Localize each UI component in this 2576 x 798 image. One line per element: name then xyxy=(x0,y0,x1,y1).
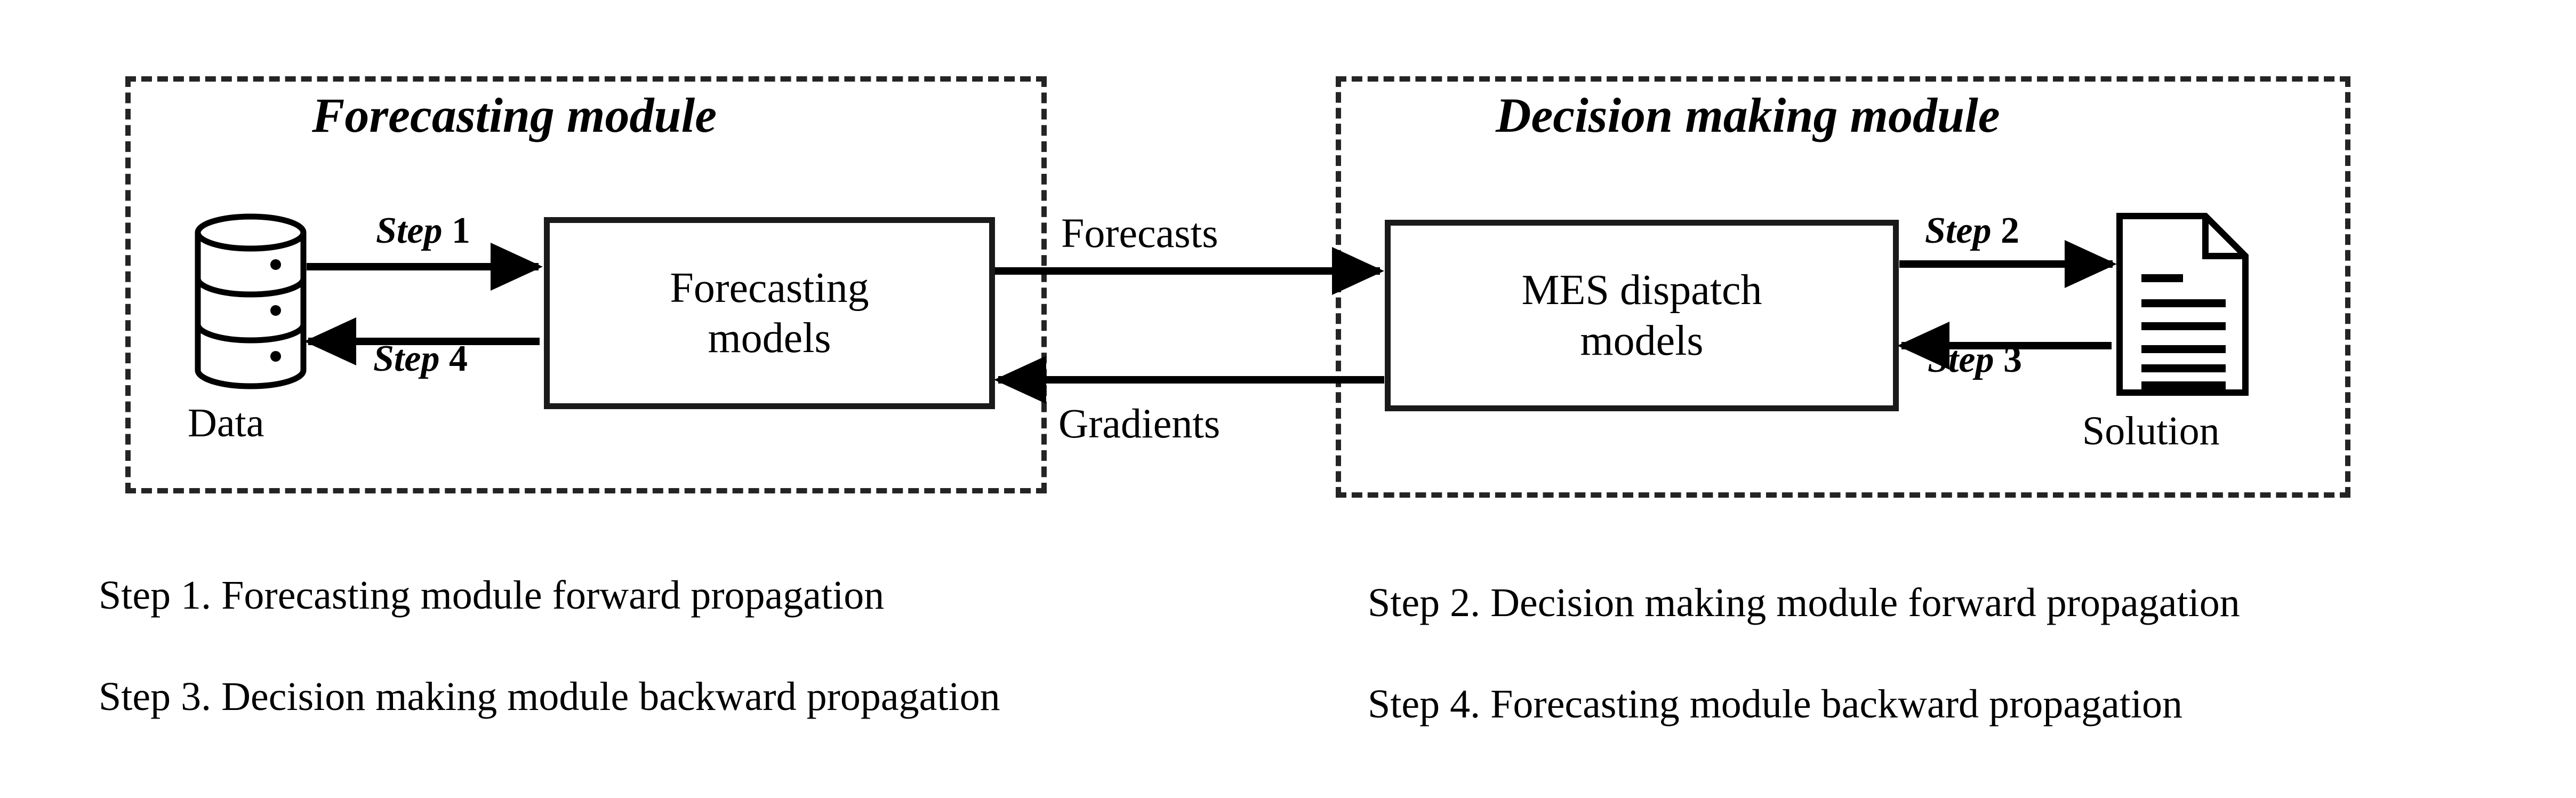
process-box-mes-dispatch-models: MES dispatch models xyxy=(1385,220,1899,411)
document-icon xyxy=(2116,212,2249,396)
process-box-mes-dispatch-models-line2: models xyxy=(1580,317,1704,364)
arrow-label-step3-word: Step xyxy=(1928,339,1994,380)
arrow-label-step4: Step 4 xyxy=(373,340,468,378)
arrow-label-step3-number: 3 xyxy=(2003,339,2022,380)
arrow-label-step1-number: 1 xyxy=(451,210,470,251)
document-label: Solution xyxy=(2082,409,2220,453)
flow-label-forecasts: Forecasts xyxy=(1061,210,1218,256)
arrow-label-step2: Step 2 xyxy=(1925,212,2019,250)
process-box-forecasting-models: Forecasting models xyxy=(544,217,995,409)
database-icon xyxy=(195,213,307,389)
caption-step1: Step 1. Forecasting module forward propa… xyxy=(99,573,885,618)
database-label: Data xyxy=(188,401,264,445)
arrow-label-step2-word: Step xyxy=(1925,210,1992,251)
flow-label-gradients: Gradients xyxy=(1058,400,1221,446)
arrow-label-step2-number: 2 xyxy=(2000,210,2019,251)
caption-step2: Step 2. Decision making module forward p… xyxy=(1368,580,2240,625)
arrow-label-step4-word: Step xyxy=(373,338,440,379)
process-box-forecasting-models-line1: Forecasting xyxy=(670,264,869,312)
process-box-mes-dispatch-models-line1: MES dispatch xyxy=(1521,267,1762,314)
caption-step3: Step 3. Decision making module backward … xyxy=(99,674,1000,719)
module-title-decision-making: Decision making module xyxy=(1496,88,2000,142)
caption-step4: Step 4. Forecasting module backward prop… xyxy=(1368,682,2183,727)
module-container-forecasting xyxy=(125,76,1047,493)
arrow-label-step1: Step 1 xyxy=(376,212,470,250)
arrow-label-step4-number: 4 xyxy=(448,338,468,379)
arrow-label-step3: Step 3 xyxy=(1928,341,2022,379)
module-title-forecasting: Forecasting module xyxy=(312,88,717,142)
arrow-label-step1-word: Step xyxy=(376,210,443,251)
process-box-forecasting-models-line2: models xyxy=(708,315,831,362)
